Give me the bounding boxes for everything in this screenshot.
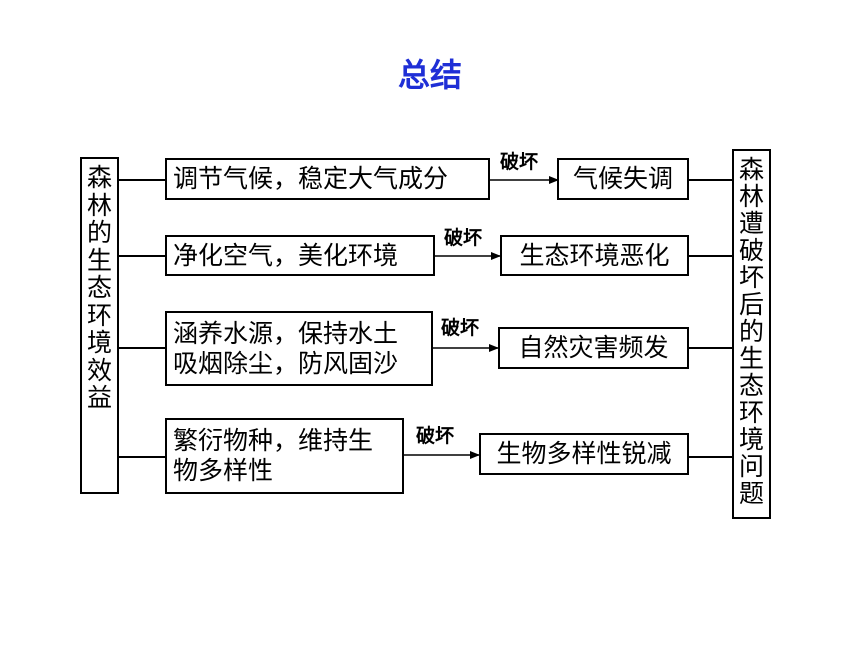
- benefit-text-row4-line1: 繁衍物种，维持生: [173, 426, 374, 455]
- edge-label-row2: 破坏: [444, 227, 483, 249]
- problem-box-row1: 气候失调: [557, 158, 689, 200]
- problem-text-row2: 生态环境恶化: [519, 240, 670, 270]
- benefit-box-row4: 繁衍物种，维持生 物多样性: [165, 418, 404, 494]
- benefit-text-row3-line2: 吸烟除尘，防风固沙: [173, 348, 399, 378]
- benefit-box-row3: 涵养水源，保持水土 吸烟除尘，防风固沙: [165, 311, 433, 386]
- page-title: 总结: [397, 56, 462, 94]
- problem-box-row2: 生态环境恶化: [500, 235, 689, 276]
- benefit-box-row2: 净化空气，美化环境: [165, 235, 435, 276]
- problem-box-row3: 自然灾害频发: [498, 327, 689, 369]
- right-box-ecological-problems: 森林遭破坏后的生态环境问题: [732, 149, 771, 519]
- edge-label-row3: 破坏: [441, 317, 480, 339]
- problem-text-row4: 生物多样性锐减: [496, 439, 672, 468]
- benefit-text-row3-line1: 涵养水源，保持水土: [173, 318, 399, 348]
- benefit-text-row2: 净化空气，美化环境: [173, 240, 399, 270]
- problem-text-row3: 自然灾害频发: [518, 333, 669, 362]
- left-box-ecological-benefits: 森林的生态环境效益: [80, 157, 119, 494]
- benefit-text-row4-line2: 物多样性: [173, 456, 274, 485]
- edge-label-row4: 破坏: [416, 425, 455, 447]
- benefit-box-row1: 调节气候，稳定大气成分: [165, 158, 490, 200]
- edge-label-row1: 破坏: [500, 151, 539, 173]
- problem-box-row4: 生物多样性锐减: [479, 433, 689, 475]
- benefit-text-row1: 调节气候，稳定大气成分: [173, 164, 449, 193]
- problem-text-row1: 气候失调: [572, 164, 673, 193]
